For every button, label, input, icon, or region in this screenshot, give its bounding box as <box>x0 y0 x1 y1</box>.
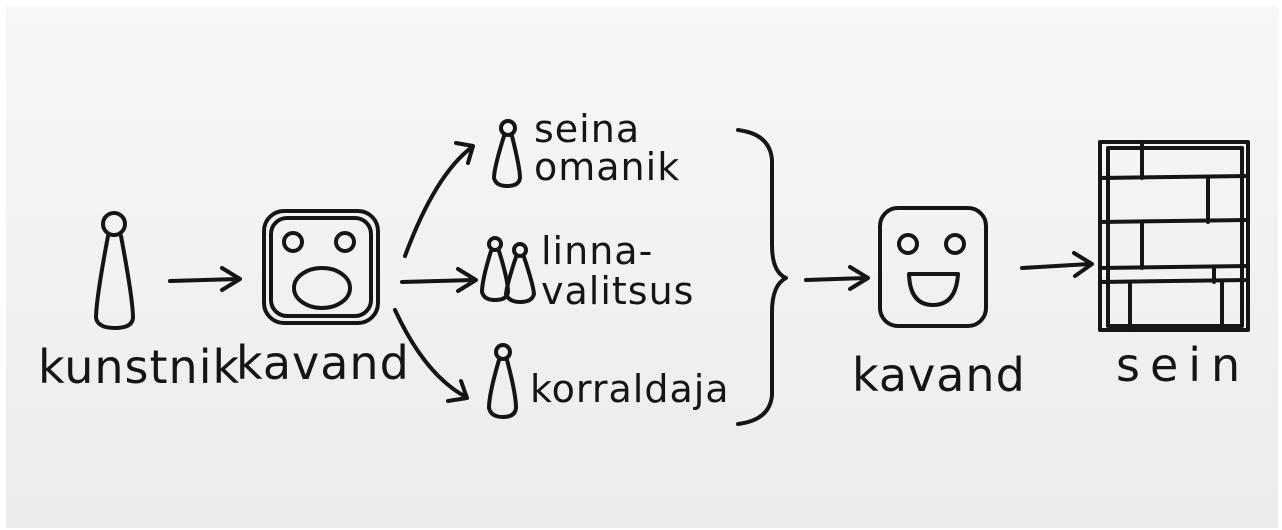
artist-label: kunstnik <box>38 340 241 394</box>
wall-label: sein <box>1116 338 1251 392</box>
draft-label-before: kavand <box>236 336 410 390</box>
artist-person-icon <box>94 211 135 330</box>
city-government-label-line1: linna- <box>541 229 654 273</box>
arrow-draft-to-organizer <box>393 308 469 403</box>
wall-owner-label-line1: seina <box>534 107 641 151</box>
draft-surprised-face-icon <box>262 209 380 325</box>
organizer-person-icon <box>487 343 518 419</box>
curly-bracket <box>736 128 788 426</box>
arrow-bracket-to-draft <box>804 265 870 291</box>
wall-owner-label-line2: omanik <box>534 145 681 189</box>
city-government-label-line2: valitsus <box>541 269 695 313</box>
draft-label-after: kavand <box>852 348 1026 402</box>
draft-happy-face-icon <box>878 206 988 328</box>
brick-wall-icon <box>1098 140 1250 332</box>
wall-owner-person-icon <box>492 119 522 188</box>
organizer-label: korraldaja <box>530 367 730 411</box>
arrow-draft-to-wall <box>1020 251 1094 278</box>
arrow-draft-to-city-government <box>400 267 478 293</box>
arrow-artist-to-draft <box>168 266 242 292</box>
arrow-draft-to-wall-owner <box>403 141 475 258</box>
city-government-people-icon <box>480 236 536 304</box>
